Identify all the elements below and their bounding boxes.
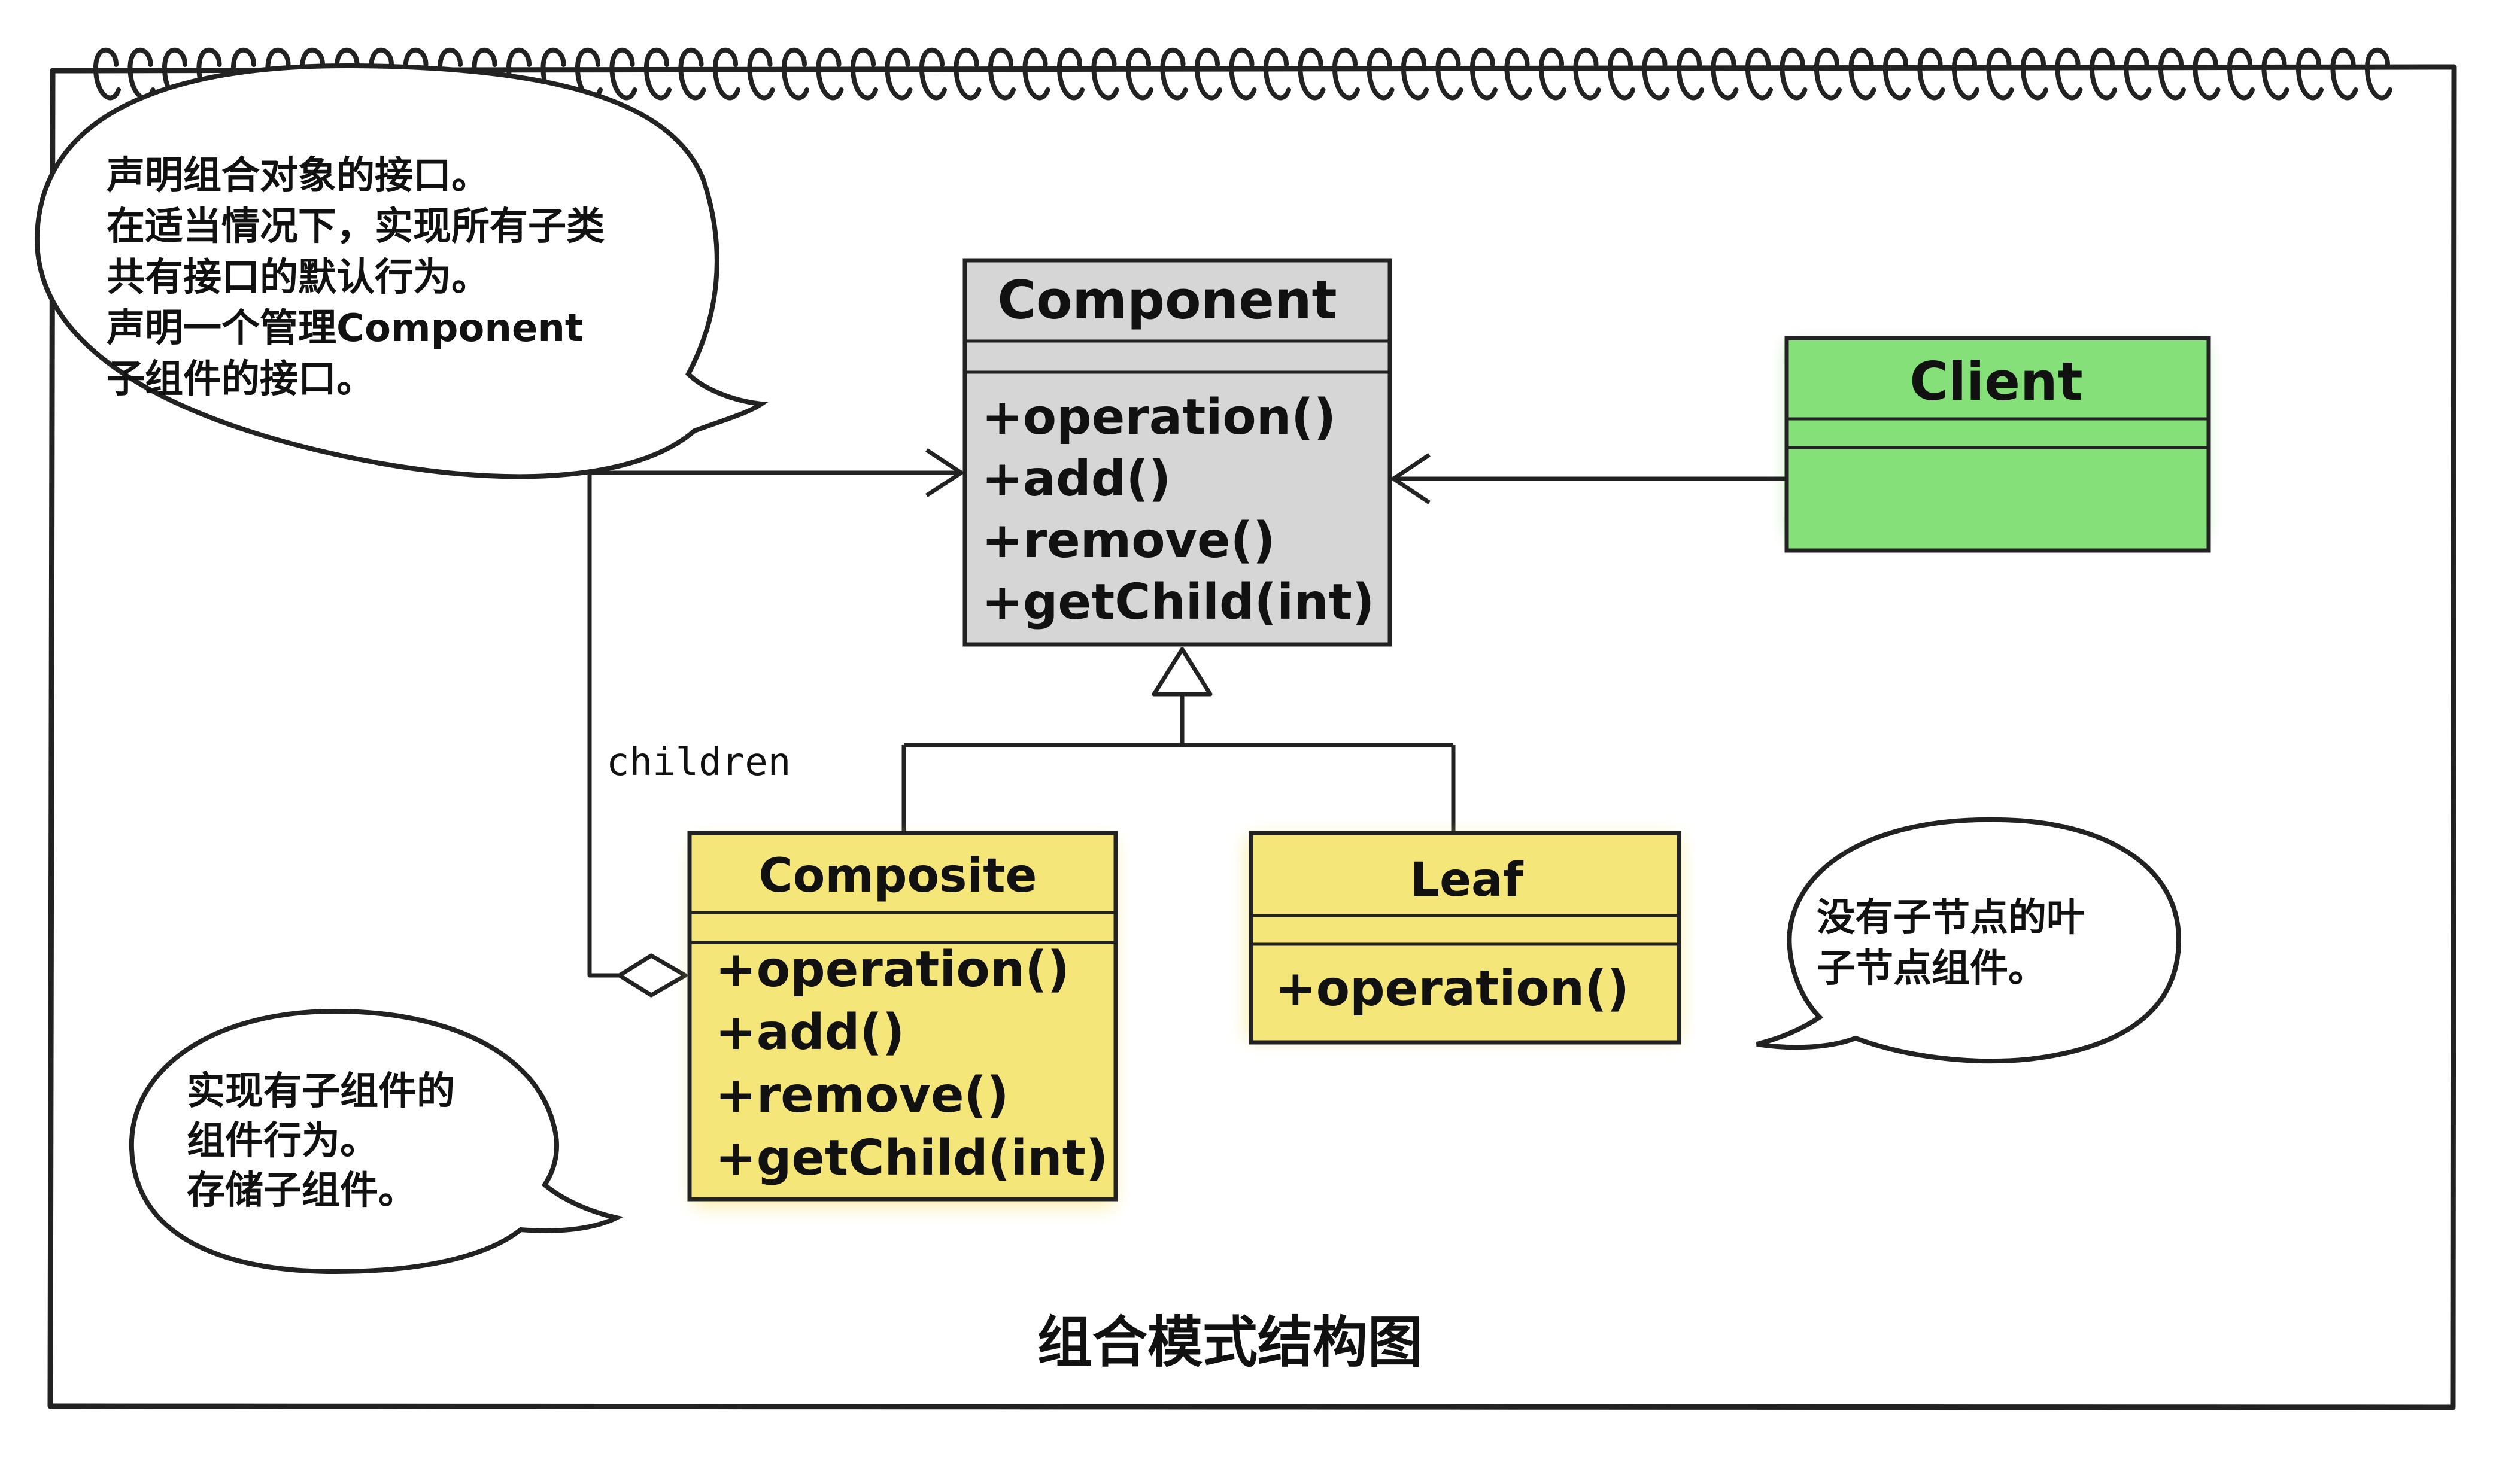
- spiral-ring: [1745, 47, 1773, 101]
- svg-text:+operation() +add(): +operation() +add() +remove() +getChild(…: [715, 941, 1108, 1187]
- component-note-line-1: 声明组合对象的接口。: [107, 154, 490, 198]
- spiral-ring: [747, 47, 775, 101]
- component-class-box: Component +operation() +add() +remove() …: [962, 258, 1392, 647]
- spiral-ring: [1986, 47, 2014, 101]
- component-method-getchild: +getChild(int): [982, 574, 1374, 631]
- leaf-note-bubble: 没有子节点的叶 子节点组件。: [1756, 817, 2182, 1064]
- spiral-ring: [93, 47, 121, 101]
- composite-class-box: Composite +operation() +add() +remove() …: [687, 831, 1118, 1206]
- children-aggregation: children: [587, 448, 964, 998]
- spiral-ring: [1711, 47, 1739, 101]
- spiral-ring: [1848, 47, 1876, 101]
- spiral-ring: [712, 47, 740, 101]
- diagram-caption: 组合模式结构图: [1037, 1310, 1423, 1374]
- component-method-operation: +operation(): [982, 389, 1336, 446]
- leaf-class-name: Leaf: [1410, 853, 1523, 907]
- composite-method-add: +add(): [715, 1004, 904, 1061]
- spiral-ring: [1332, 47, 1360, 101]
- generalization-arrow: [901, 647, 1456, 833]
- bubble-outline: [34, 63, 769, 479]
- spiral-ring: [1469, 47, 1498, 101]
- spiral-ring: [919, 47, 947, 101]
- component-note-line-5: 子组件的接口。: [107, 357, 375, 402]
- spiral-ring: [1882, 47, 1911, 101]
- leaf-note-line-1: 没有子节点的叶: [1817, 896, 2085, 940]
- spiral-ring: [1125, 47, 1153, 101]
- spiral-ring: [1538, 47, 1566, 101]
- composite-note-bubble: 实现有子组件的 组件行为。 存储子组件。: [129, 1008, 624, 1275]
- spiral-ring: [954, 47, 982, 101]
- svg-text:实现有子组件的 组件行为。 存储子组: 实现有子组件的 组件行为。 存储子组件。: [187, 1069, 468, 1213]
- composite-note-line-2: 组件行为。: [187, 1119, 378, 1163]
- spiral-ring: [1504, 47, 1532, 101]
- component-note-line-4: 声明一个管理Component: [107, 306, 584, 351]
- client-class-name: Client: [1909, 351, 2082, 412]
- spiral-ring: [1194, 47, 1222, 101]
- spiral-ring: [643, 47, 672, 101]
- component-note-line-2: 在适当情况下，实现所有子类: [107, 205, 605, 249]
- leaf-class-box: Leaf +operation(): [1248, 831, 1681, 1045]
- composite-note-line-1: 实现有子组件的: [187, 1069, 455, 1114]
- spiral-ring: [1951, 47, 1979, 101]
- spiral-ring: [1435, 47, 1463, 101]
- spiral-ring: [1298, 47, 1326, 101]
- spiral-ring: [2227, 47, 2255, 101]
- svg-text:声明组合对象的接口。 在适当情况下，实现所有子类: 声明组合对象的接口。 在适当情况下，实现所有子类 共有接口的默认行为。 声明一个…: [107, 154, 618, 402]
- spiral-ring: [988, 47, 1016, 101]
- spiral-ring: [678, 47, 706, 101]
- spiral-ring: [1607, 47, 1635, 101]
- composite-class-name: Composite: [759, 849, 1037, 903]
- spiral-ring: [2364, 47, 2392, 101]
- spiral-ring: [1229, 47, 1257, 101]
- spiral-ring: [2261, 47, 2289, 101]
- svg-text:+operation() +add(): +operation() +add() +remove() +getChild(…: [982, 389, 1374, 631]
- spiral-ring: [1676, 47, 1704, 101]
- bubble-outline: [129, 1008, 624, 1275]
- client-class-box: Client: [1784, 336, 2211, 553]
- spiral-ring: [2330, 47, 2358, 101]
- composite-method-remove: +remove(): [715, 1067, 1009, 1124]
- leaf-method-operation: +operation(): [1275, 960, 1629, 1017]
- spiral-ring: [1091, 47, 1119, 101]
- component-note-bubble: 声明组合对象的接口。 在适当情况下，实现所有子类 共有接口的默认行为。 声明一个…: [34, 63, 769, 479]
- spiral-ring: [1056, 47, 1085, 101]
- bubble-outline: [1756, 817, 2182, 1064]
- composite-note-line-3: 存储子组件。: [187, 1169, 417, 1213]
- spiral-ring: [1642, 47, 1670, 101]
- spiral-ring: [2020, 47, 2048, 101]
- spiral-ring: [1573, 47, 1601, 101]
- spiral-ring: [781, 47, 809, 101]
- spiral-ring: [2124, 47, 2152, 101]
- spiral-ring: [1814, 47, 1842, 101]
- spiral-ring: [609, 47, 637, 101]
- svg-text:+operation(): +operation(): [1275, 960, 1629, 1017]
- spiral-ring: [1780, 47, 1808, 101]
- spiral-ring: [1917, 47, 1945, 101]
- svg-text:没有子节点的叶 子节点组件。: 没有子节点的叶 子节点组件。: [1817, 896, 2098, 991]
- children-label: children: [606, 740, 791, 784]
- component-method-add: +add(): [982, 451, 1171, 507]
- leaf-note-line-2: 子节点组件。: [1817, 947, 2046, 991]
- spiral-ring: [850, 47, 878, 101]
- spiral-ring: [816, 47, 844, 101]
- spiral-ring: [2295, 47, 2324, 101]
- spiral-ring: [2055, 47, 2083, 101]
- spiral-ring: [1022, 47, 1050, 101]
- component-note-line-3: 共有接口的默认行为。: [107, 256, 490, 300]
- aggregation-diamond: [617, 953, 688, 998]
- spiral-ring: [1367, 47, 1395, 101]
- spiral-ring: [1263, 47, 1291, 101]
- composite-method-getchild: +getChild(int): [715, 1130, 1108, 1187]
- composite-method-operation: +operation(): [715, 941, 1070, 998]
- component-method-remove: +remove(): [982, 512, 1276, 569]
- spiral-ring: [2193, 47, 2221, 101]
- client-association: [1391, 453, 1787, 504]
- spiral-ring: [1160, 47, 1188, 101]
- spiral-ring: [1401, 47, 1429, 101]
- spiral-ring: [2158, 47, 2186, 101]
- component-class-name: Component: [997, 269, 1337, 331]
- spiral-ring: [885, 47, 913, 101]
- spiral-ring: [2089, 47, 2117, 101]
